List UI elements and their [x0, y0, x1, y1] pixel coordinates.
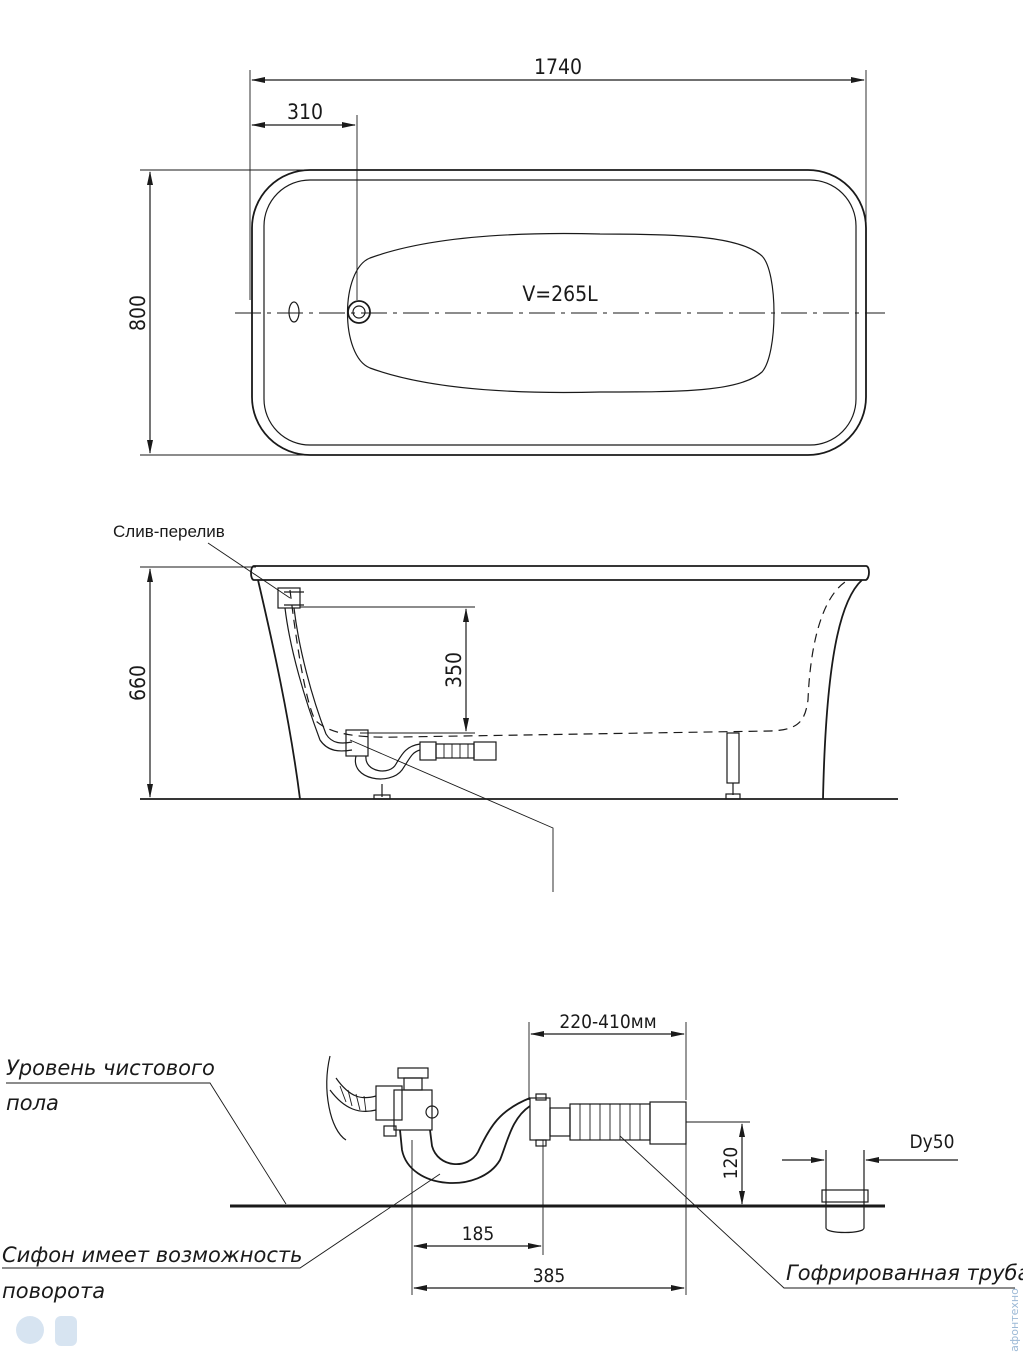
pipe-height-dimension: 120 — [720, 1147, 742, 1180]
tub-basin — [347, 232, 775, 394]
height-dimension: 660 — [126, 665, 150, 701]
tub-inner-basin — [289, 581, 846, 738]
length-dimension: 1740 — [534, 55, 582, 79]
siphon-rotate-label-line1: Сифон имеет возможность — [2, 1243, 303, 1267]
side-view: Слив-перелив 660 350 — [113, 522, 898, 892]
overflow-height-dimension: 350 — [442, 652, 466, 688]
corrugated-pipe-label: Гофрированная труба — [786, 1261, 1023, 1285]
tub-leg — [726, 732, 740, 784]
siphon-detail: 220-410мм Уровень чистового пола — [2, 1011, 1023, 1303]
adjust-range-dimension: 220-410мм — [559, 1011, 656, 1033]
dimension-185: 185 — [462, 1223, 495, 1245]
overflow-icon — [288, 301, 300, 323]
width-dimension: 800 — [126, 295, 150, 331]
pipe-diameter-label: Dy50 — [909, 1131, 954, 1153]
drain-offset-dimension: 310 — [287, 100, 323, 124]
dimension-385: 385 — [533, 1265, 566, 1287]
tub-rim-side — [250, 565, 870, 581]
tub-shell — [257, 579, 863, 800]
siphon-rotate-label-line2: поворота — [2, 1279, 105, 1303]
drain-icon — [347, 300, 371, 324]
floor-level-label-line2: пола — [6, 1091, 59, 1115]
drain-overflow-label: Слив-перелив — [113, 522, 225, 541]
sewer-pipe — [825, 1150, 865, 1234]
top-view: 1740 310 800 V=265L — [126, 55, 885, 456]
watermark: афонтехно — [1008, 1288, 1021, 1352]
floor-level-label-line1: Уровень чистового — [6, 1056, 215, 1080]
volume-label: V=265L — [522, 282, 598, 306]
watermark-logo-icon — [16, 1316, 77, 1346]
